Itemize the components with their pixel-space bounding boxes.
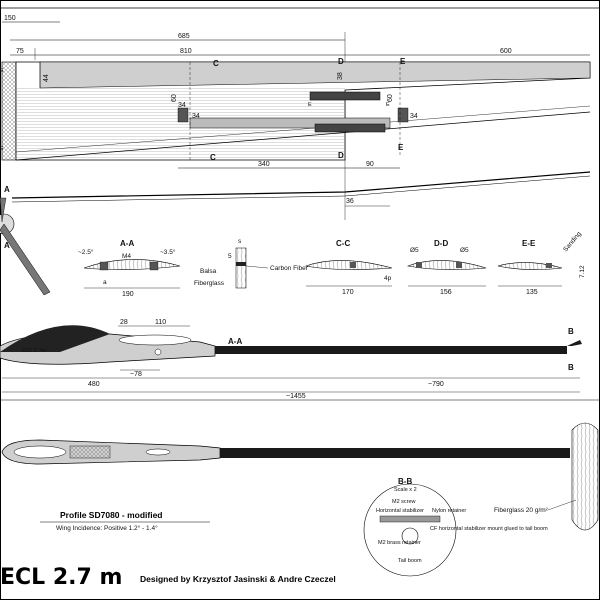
bb-label: B-B	[398, 477, 412, 486]
section-d-d: D-D Ø5 Ø5 156	[406, 239, 487, 296]
spar-joiner	[314, 123, 386, 133]
fuselage-side-view: 28 110 ECL 2.7m A-A B B ~78 480 ~790 ~14…	[0, 319, 582, 400]
section-mark-c-bottom: C	[210, 153, 216, 162]
bb-m2-screw: M2 screw	[392, 499, 416, 505]
fiberglass-note: Fiberglass 20 g/m²	[494, 507, 549, 514]
tail-boom-side	[215, 346, 567, 354]
profile-label: Profile SD7080 - modified	[60, 510, 163, 520]
wing-joiner-top	[309, 91, 381, 101]
section-aa-label: A-A	[120, 239, 134, 248]
section-mark-a-top: A	[4, 185, 10, 194]
dim-340: 340	[258, 161, 270, 168]
dim-78: ~78	[130, 371, 142, 378]
dim-36: 36	[346, 198, 354, 205]
tail-boom-top	[220, 448, 570, 458]
fuselage-top-view: Fiberglass 20 g/m²	[1, 422, 599, 531]
dim-44: 44	[43, 74, 50, 82]
dim-1455: ~1455	[286, 393, 306, 400]
dim-150: 150	[4, 15, 16, 22]
propeller-front-view: A A	[0, 185, 51, 296]
dim-110: 110	[155, 319, 166, 326]
detail-carbon-fiber: Carbon Fiber	[270, 265, 309, 272]
section-dd-label: D-D	[434, 239, 448, 248]
section-mark-e-inner-a: E	[308, 102, 312, 108]
wing-incidence: Wing Incidence: Positive 1.2° - 1.4°	[56, 524, 158, 532]
section-mark-d-top: D	[338, 57, 344, 66]
drawing-title: ECL 2.7 m	[0, 565, 122, 590]
width-156: 156	[440, 289, 452, 296]
fuselage-canopy	[0, 325, 110, 352]
propeller-blade	[0, 223, 51, 296]
dim-90: 90	[366, 161, 374, 168]
b-mark-top: B	[568, 327, 574, 336]
width-190: 190	[122, 291, 134, 298]
a-mark: a	[103, 279, 107, 286]
detail-b-b: B-B Scale x 2 M2 screw Horizontal stabil…	[363, 477, 548, 577]
section-a-a: A-A ~2.5° ~3.5° M4 a 190	[78, 239, 181, 298]
bb-nylon-retainer: Nylon retainer	[432, 508, 466, 514]
section-mark-e-inner-b: E	[386, 102, 390, 108]
designer-credit: Designed by Krzysztof Jasinski & Andre C…	[140, 574, 336, 584]
section-ee-label: E-E	[522, 239, 536, 248]
detail-fiberglass: Fiberglass	[194, 280, 225, 287]
dim-75: 75	[16, 48, 24, 55]
m4-label: M4	[122, 253, 131, 260]
wing-saddle	[118, 334, 192, 346]
section-mark-e-top: E	[400, 57, 406, 66]
section-cc-label: C-C	[336, 239, 350, 248]
detail-s: s	[238, 238, 242, 245]
detail-5: 5	[228, 253, 232, 260]
dim-60-right: 60	[387, 94, 394, 102]
dd-diam-b: Ø5	[460, 247, 469, 254]
section-mark-a-bottom: A	[4, 241, 10, 250]
ee-sanding: Sanding	[562, 230, 583, 253]
cc-angle: 4p	[384, 275, 392, 282]
servo-bay-1	[177, 107, 189, 123]
fuselage-aa-label: A-A	[228, 337, 242, 346]
width-170: 170	[342, 289, 354, 296]
dim-38: 38	[337, 72, 344, 80]
section-c-c: C-C 4p 170	[304, 239, 393, 296]
wing-root-block	[1, 61, 17, 161]
dd-diam-a: Ø5	[410, 247, 419, 254]
nose-text: ECL 2.7m	[22, 348, 47, 354]
dim-810: 810	[180, 48, 192, 55]
servo-bay-2	[397, 107, 409, 123]
dim-60-left: 60	[171, 94, 178, 102]
dim-685: 685	[178, 33, 190, 40]
title-block: Profile SD7080 - modified Wing Incidence…	[0, 510, 336, 590]
bb-m2-brass: M2 brass retainer	[378, 540, 421, 546]
ee-dim-7: 7.12	[579, 265, 586, 278]
section-mark-d-bottom: D	[338, 151, 344, 160]
b-mark-bottom: B	[568, 363, 574, 372]
bb-tail-boom: Tail boom	[398, 558, 422, 564]
angle-left: ~2.5°	[78, 248, 94, 256]
dim-480: 480	[88, 381, 100, 388]
section-mark-c-top: C	[213, 59, 219, 68]
section-mark-e-bottom: E	[398, 143, 404, 152]
dim-790: ~790	[428, 381, 444, 388]
bb-horizontal-stabilizer: Horizontal stabilizer	[376, 508, 424, 514]
section-detail-balsa: s 5 Balsa Fiberglass Carbon Fiber	[194, 238, 309, 289]
bb-cf-mount: CF horizontal stabilizer mount glued to …	[430, 526, 548, 532]
dim-28: 28	[120, 319, 128, 326]
width-135: 135	[526, 289, 538, 296]
dim-34-a: 34	[178, 102, 186, 109]
section-e-e: E-E Sanding 7.12 135	[497, 230, 586, 296]
horizontal-stabilizer	[571, 422, 599, 531]
detail-balsa: Balsa	[200, 268, 217, 275]
dim-34-b: 34	[192, 113, 200, 120]
wing-planform: 150 685 75 810 600 E E 44 38	[0, 15, 591, 220]
svg-text:E: E	[0, 68, 4, 74]
wing-front-view	[11, 171, 591, 199]
svg-text:E: E	[0, 146, 4, 152]
bb-scale: Scale x 2	[394, 487, 417, 493]
dim-34-c: 34	[410, 113, 418, 120]
dim-600: 600	[500, 48, 512, 55]
angle-right: ~3.5°	[160, 248, 176, 256]
